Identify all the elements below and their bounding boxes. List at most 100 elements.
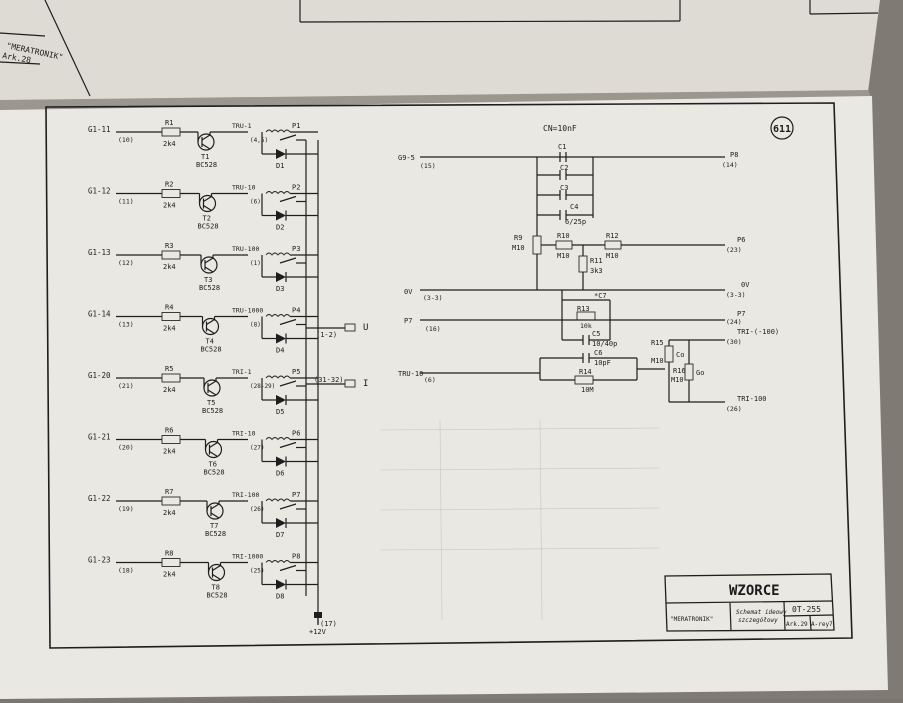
- stage-relay-coil-label: TRI-1000: [232, 553, 263, 561]
- stage-input-pin: (13): [118, 321, 134, 329]
- stage-relay-coil-label: TRU-1000: [232, 307, 263, 315]
- stage-relay-coil-label: TRU-10: [232, 184, 256, 192]
- stage-relay-coil: [265, 129, 291, 133]
- driver-stages: G1-11(10)R12k4T1BC528TRU-1(4,5)P1D1G1-12…: [88, 119, 318, 601]
- stage-resistor-label: R1: [165, 119, 173, 127]
- c4-label: C4: [570, 203, 578, 211]
- stage-resistor-value: 2k4: [163, 202, 176, 210]
- g95-pin: (15): [420, 162, 436, 170]
- stage-relay-pin: (6): [250, 199, 261, 206]
- c7-label: *C7: [594, 292, 607, 300]
- stage-diode-label: D3: [276, 285, 284, 293]
- stage-resistor-label: R4: [165, 304, 173, 312]
- tru10-label: TRU-10: [398, 370, 423, 378]
- stage-relay-coil-label: TRU-100: [232, 245, 259, 253]
- stage-resistor-label: R8: [165, 550, 173, 558]
- stage-diode: [276, 579, 286, 590]
- r16-value: M10: [671, 376, 684, 384]
- stage-diode-label: D5: [276, 408, 284, 416]
- stage-relay-coil: [265, 498, 291, 502]
- bleed-through-grid: [379, 419, 661, 621]
- stage-transistor: [198, 194, 217, 213]
- stage-input-label: G1-22: [88, 494, 111, 503]
- r15-label: R15: [651, 339, 664, 347]
- stage-relay-coil-label: TRI-1: [232, 368, 252, 376]
- stage-contact-label: P6: [292, 430, 300, 438]
- c6-value: 10pF: [594, 359, 611, 367]
- stage-relay-pin: (25): [250, 568, 264, 575]
- stage-resistor-value: 2k4: [163, 509, 176, 517]
- stage-resistor-label: R7: [165, 488, 173, 496]
- stage-transistor: [203, 379, 221, 397]
- stage-diode: [276, 333, 286, 344]
- stage-diode: [276, 456, 286, 467]
- c5-value: 10/40p: [592, 340, 617, 348]
- stage-transistor: [197, 133, 215, 151]
- stage-input-pin: (11): [118, 198, 134, 206]
- stage-input-label: G1-20: [88, 371, 111, 380]
- stage-resistor-label: R2: [165, 181, 173, 189]
- drawing-frame: [45, 102, 853, 649]
- u-label: U: [363, 323, 368, 333]
- stage-input-label: G1-23: [88, 556, 111, 565]
- c1-label: C1: [558, 143, 566, 151]
- p7-in-label: P7: [404, 317, 412, 325]
- tri-m100-label: TRI-(-100): [737, 328, 779, 336]
- stage-relay-coil: [265, 314, 291, 318]
- stage-contact-label: P5: [292, 368, 300, 376]
- ov-right-label: 0V: [741, 281, 750, 289]
- stage-resistor-label: R3: [165, 242, 173, 250]
- stage-input-pin: (18): [118, 567, 134, 575]
- stage-diode-label: D4: [276, 347, 284, 355]
- stage-contact-label: P8: [292, 553, 300, 561]
- stage-relay-coil: [265, 437, 291, 441]
- p8-label: P8: [730, 151, 738, 159]
- stage-transistor: [201, 317, 220, 336]
- stage-resistor-value: 2k4: [163, 571, 176, 579]
- stage-contact-label: P3: [292, 245, 300, 253]
- co-label: Co: [676, 351, 684, 359]
- rev-ref: A-rey7: [811, 621, 833, 628]
- stage-resistor-value: 2k4: [163, 325, 176, 333]
- stage-input-label: G1-21: [88, 433, 111, 442]
- company-name: "MERATRONIK": [670, 616, 713, 623]
- stage-relay-pin: (8): [250, 322, 261, 329]
- supply-label: +12V: [309, 628, 327, 636]
- stage-diode: [276, 210, 286, 221]
- stage-diode-label: D7: [276, 531, 284, 539]
- p7-in-pin: (16): [425, 325, 441, 333]
- p6-label: P6: [737, 236, 745, 244]
- drawing-number: 0T-255: [792, 605, 821, 614]
- tri100-pin: (26): [726, 405, 742, 413]
- stage-relay-pin: (28-29): [250, 383, 275, 390]
- r11-label: R11: [590, 257, 603, 265]
- cn-note: CN=10nF: [543, 124, 577, 133]
- stage-relay-coil: [265, 252, 291, 256]
- stage-input-label: G1-13: [88, 248, 111, 257]
- stage-transistor-label: T1: [201, 153, 209, 161]
- sheet-number-badge: 611: [770, 116, 794, 140]
- stage-relay-coil: [265, 375, 291, 379]
- desc-line1: Schemat ideowy: [736, 609, 787, 616]
- stage-transistor-label: T5: [207, 399, 215, 407]
- stage-diode: [276, 272, 286, 282]
- stage-transistor-label: T8: [212, 584, 220, 592]
- stage-resistor-label: R6: [165, 427, 173, 435]
- stage-transistor-type: BC528: [207, 592, 228, 600]
- stage-diode-label: D8: [276, 593, 284, 601]
- stage-transistor-type: BC528: [204, 469, 225, 477]
- stage-relay-pin: (27): [250, 445, 264, 452]
- stage-contact-label: P4: [292, 307, 300, 315]
- r9-label: R9: [514, 234, 522, 242]
- current-page: [0, 96, 888, 699]
- stage-diode: [276, 149, 286, 159]
- r14-value: 10M: [581, 386, 594, 394]
- stage-relay-coil: [265, 560, 291, 564]
- stage-relay-coil-label: TRU-1: [232, 122, 252, 130]
- tri-m100-pin: (30): [726, 338, 742, 346]
- stage-transistor-type: BC528: [201, 346, 222, 354]
- stage-transistor-label: T6: [209, 461, 217, 469]
- stage-input-label: G1-14: [88, 310, 111, 319]
- stage-transistor: [200, 256, 218, 274]
